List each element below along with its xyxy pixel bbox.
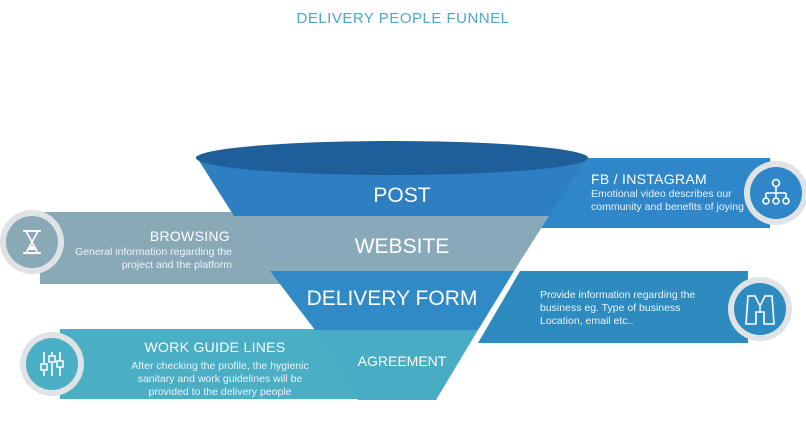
hierarchy-icon [744, 161, 806, 225]
browsing-heading: BROWSING [149, 228, 230, 244]
fb-heading: FB / INSTAGRAM [591, 171, 707, 187]
hourglass-icon [0, 210, 64, 274]
stage-label-website: WEBSITE [354, 235, 450, 258]
callout-band-guide [60, 329, 358, 399]
callout-band-form [478, 271, 748, 343]
diagram-title: DELIVERY PEOPLE FUNNEL [296, 10, 510, 27]
browsing-description: General information regarding the projec… [74, 246, 232, 271]
sliders-icon [20, 332, 84, 396]
form-description: Provide information regarding the busine… [540, 289, 696, 327]
fb-description: Emotional video describes our community … [591, 188, 744, 213]
callout-band-browsing [40, 212, 282, 284]
funnel-stage-agreement [315, 330, 478, 400]
guide-heading: WORK GUIDE LINES [144, 339, 286, 355]
stage-label-delivery-form: DELIVERY FORM [306, 287, 478, 310]
stage-label-agreement: AGREEMENT [357, 353, 447, 369]
stage-label-post: POST [373, 184, 431, 207]
guide-description: After checking the profile, the hygienic… [131, 360, 309, 398]
funnel-stage-website [234, 216, 549, 271]
funnel-rim [196, 141, 588, 175]
callout-band-fb [535, 158, 770, 228]
vest-icon [728, 277, 792, 341]
funnel-stage-delivery-form [270, 271, 514, 330]
